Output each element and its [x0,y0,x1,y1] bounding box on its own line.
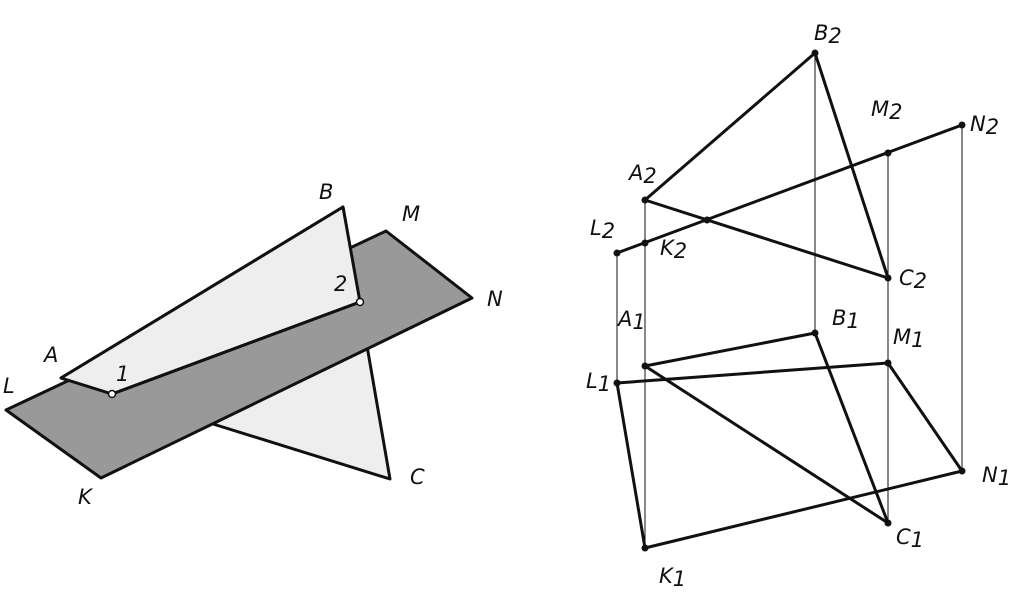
point-l1 [613,379,621,387]
label-A1: A1 [616,307,646,334]
triangle-a1-b1-c1 [643,331,890,525]
label-L2: L2 [590,216,615,243]
point-1-marker [107,389,117,399]
label-K1: K1 [659,564,686,591]
label-1: 1 [116,362,129,386]
segment-a2-c2 [643,198,890,280]
label-M: M [402,202,420,226]
line-l2-n2 [615,123,964,255]
point-a1 [641,362,649,370]
point-c2 [884,274,892,282]
label-C1: C1 [896,525,924,552]
point-c1 [884,519,892,527]
point-b1 [811,329,819,337]
plane-lkmn [4,229,474,480]
label-K: K [78,485,94,509]
plane-l1-m1-n1-k1 [615,361,964,550]
point-n2 [958,121,966,129]
point-markers [613,49,966,552]
point-k2 [641,239,649,247]
label-N: N [487,287,503,311]
point-l2 [613,249,621,257]
label-L1: L1 [586,369,611,396]
label-K2: K2 [660,236,687,263]
label-A2: A2 [627,161,657,188]
label-B2: B2 [814,21,842,48]
point-x2 [703,216,711,224]
label-B1: B1 [832,306,860,333]
label-M2: M2 [871,97,903,124]
label-M1: M1 [893,325,925,352]
label-L: L [3,374,15,398]
point-n1 [958,467,966,475]
projection-lines [616,53,963,548]
intersection-line-1-2 [111,300,361,396]
point-m2 [884,149,892,157]
label-B: B [319,180,333,204]
label-2: 2 [334,272,347,296]
segment-a2-b2 [643,51,817,202]
label-C2: C2 [899,266,927,293]
label-N2: N2 [970,112,999,139]
point-b2 [811,49,819,57]
label-A: A [42,343,58,367]
label-N1: N1 [982,463,1011,490]
point-k1 [641,544,649,552]
label-C: C [410,465,425,489]
orthographic-projections: B2 M2 N2 A2 L2 K2 C2 A1 B1 M1 L1 N1 C1 K… [586,21,1011,591]
frontal-projection [615,51,964,280]
point-m1 [884,359,892,367]
horizontal-projection [615,331,964,550]
axonometric-view: B M N A L K C 1 2 [3,180,503,509]
point-2-marker [355,297,365,307]
point-a2 [641,196,649,204]
